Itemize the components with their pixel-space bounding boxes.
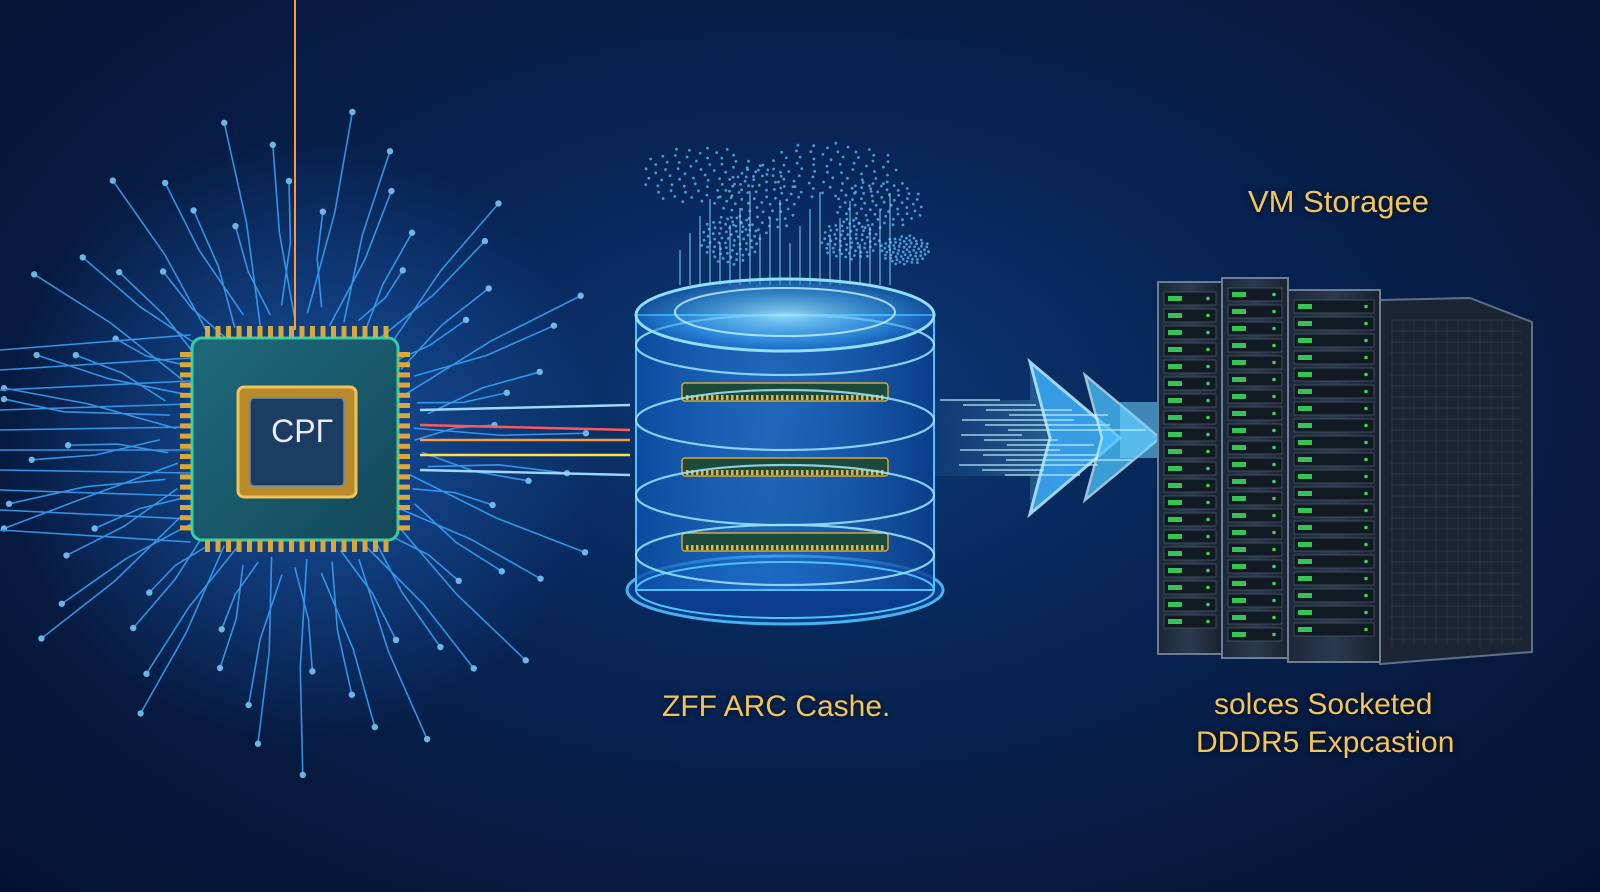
world-map-graphic <box>644 141 930 266</box>
storage-node <box>1157 277 1533 666</box>
rack-side-mesh <box>1390 319 1522 646</box>
memory-layers <box>634 313 936 587</box>
colored-traces <box>294 0 631 477</box>
cpu-label: CPГ <box>271 413 333 449</box>
storage-caption-line2: DDDR5 Expcastion <box>1196 726 1455 759</box>
cpu-node <box>0 0 631 779</box>
circuit-traces <box>0 108 590 779</box>
chip-pins <box>180 326 410 552</box>
arrow-streaks <box>940 399 1146 476</box>
storage-title: VM Storagee <box>1248 184 1429 219</box>
storage-caption-line1: solces Socketed <box>1214 688 1433 721</box>
server-racks <box>1157 277 1381 663</box>
cache-label: ZFF ARC Cashe. <box>662 690 891 723</box>
data-streams <box>679 191 891 285</box>
cache-node <box>625 141 945 626</box>
